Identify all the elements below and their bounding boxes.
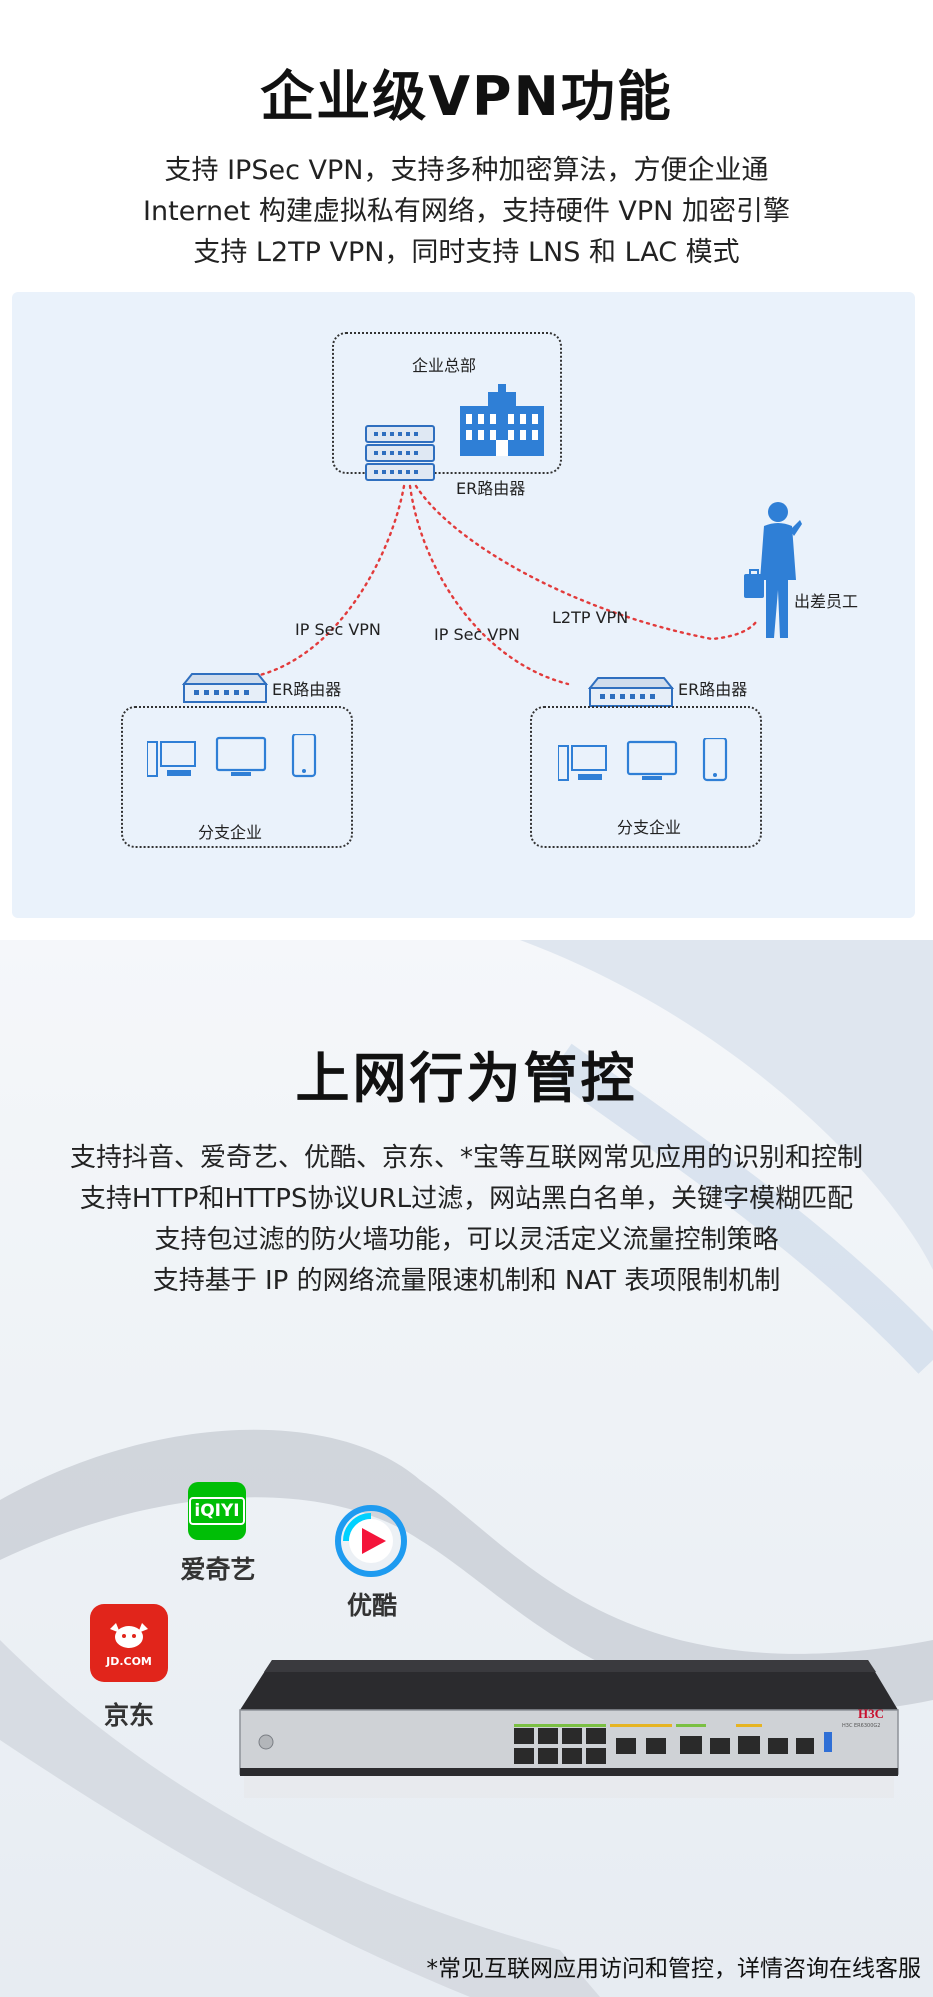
branch-left-devices xyxy=(147,734,317,778)
branch-router-right-icon xyxy=(588,677,674,707)
vpn-topology-diagram: 企业总部 ER路由器 xyxy=(12,292,915,918)
l2tp-label: L2TP VPN xyxy=(552,608,629,627)
vpn-section: 企业级VPN功能 支持 IPSec VPN，支持多种加密算法，方便企业通 Int… xyxy=(0,0,933,940)
behavior-line-4: 支持基于 IP 的网络流量限速机制和 NAT 表项限制机制 xyxy=(152,1266,781,1296)
behavior-description: 支持抖音、爱奇艺、优酷、京东、*宝等互联网常见应用的识别和控制 支持HTTP和H… xyxy=(0,1138,933,1302)
branch-router-left-icon xyxy=(182,673,268,703)
branch-left-box xyxy=(121,706,353,848)
hq-box xyxy=(332,332,562,474)
router-device-image xyxy=(239,1660,899,1798)
vpn-description: 支持 IPSec VPN，支持多种加密算法，方便企业通 Internet 构建虚… xyxy=(0,150,933,273)
branch-left-label: 分支企业 xyxy=(198,823,263,842)
traveler-icon xyxy=(744,502,802,638)
iqiyi-logo-icon: iQIYI xyxy=(188,1482,246,1540)
branch-right-box xyxy=(530,706,762,848)
iqiyi-label: 爱奇艺 xyxy=(180,1555,256,1584)
l2tp-link xyxy=(414,484,758,641)
vpn-line-2: Internet 构建虚拟私有网络，支持硬件 VPN 加密引擎 xyxy=(143,196,790,227)
hq-router-icon xyxy=(365,425,435,481)
branch-router-right-label: ER路由器 xyxy=(678,680,748,699)
ipsec-link-left xyxy=(258,484,406,677)
youku-logo-icon xyxy=(335,1505,407,1577)
traveler-label: 出差员工 xyxy=(794,592,859,611)
jd-logo-icon: JD.COM xyxy=(90,1604,168,1682)
behavior-title: 上网行为管控 xyxy=(295,1047,638,1110)
branch-right-label: 分支企业 xyxy=(617,818,682,837)
device-brand-logo: H3C xyxy=(858,1706,884,1721)
behavior-line-2: 支持HTTP和HTTPS协议URL过滤，网站黑白名单，关键字模糊匹配 xyxy=(79,1184,854,1214)
ipsec-label-right: IP Sec VPN xyxy=(434,625,520,644)
background-swoosh xyxy=(0,940,933,1997)
vpn-title: 企业级VPN功能 xyxy=(260,65,673,128)
device-model-text: H3C ER6300G2 xyxy=(842,1723,881,1729)
jd-label: 京东 xyxy=(103,1701,154,1730)
hq-router-label: ER路由器 xyxy=(456,479,526,498)
youku-label: 优酷 xyxy=(346,1591,397,1620)
ipsec-link-right xyxy=(408,484,570,686)
behavior-section: 上网行为管控 支持抖音、爱奇艺、优酷、京东、*宝等互联网常见应用的识别和控制 支… xyxy=(0,940,933,1997)
behavior-line-1: 支持抖音、爱奇艺、优酷、京东、*宝等互联网常见应用的识别和控制 xyxy=(69,1143,863,1173)
branch-right-devices xyxy=(558,738,728,782)
vpn-links xyxy=(258,484,758,686)
hq-label: 企业总部 xyxy=(412,356,477,375)
branch-router-left-label: ER路由器 xyxy=(272,680,342,699)
vpn-line-3: 支持 L2TP VPN，同时支持 LNS 和 LAC 模式 xyxy=(193,237,740,268)
building-icon xyxy=(460,384,544,456)
footnote: *常见互联网应用访问和管控，详情咨询在线客服 xyxy=(426,1956,922,1982)
behavior-line-3: 支持包过滤的防火墙功能，可以灵活定义流量控制策略 xyxy=(154,1225,779,1255)
ipsec-label-left: IP Sec VPN xyxy=(295,620,381,639)
vpn-line-1: 支持 IPSec VPN，支持多种加密算法，方便企业通 xyxy=(164,155,769,186)
